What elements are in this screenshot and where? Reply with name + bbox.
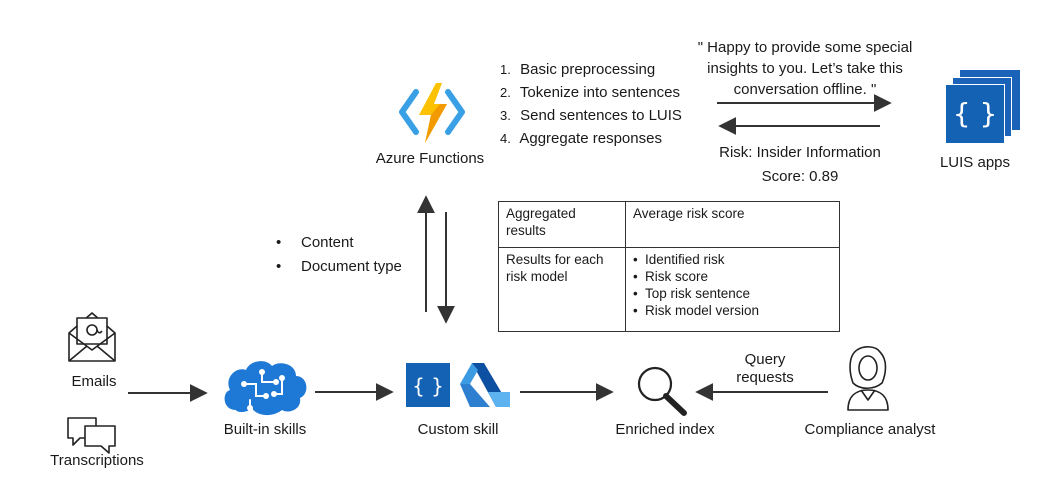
score-label: Score: 0.89	[761, 168, 839, 185]
luis-result: Risk: Insider Information Score: 0.89	[690, 141, 910, 189]
custom-skill-label: Custom skill	[417, 421, 499, 438]
table-row: Results for each risk model Identified r…	[498, 247, 840, 332]
list-item: Identified risk	[633, 251, 832, 268]
processing-steps: 1. Basic preprocessing 2. Tokenize into …	[500, 58, 682, 150]
azure-functions-label: Azure Functions	[375, 150, 485, 167]
list-item: Risk score	[633, 268, 832, 285]
step-item: 4. Aggregate responses	[500, 130, 662, 147]
analyst-person-icon	[847, 346, 889, 411]
sample-quote: " Happy to provide some special insights…	[697, 39, 913, 98]
table-cell: Results for each risk model	[498, 247, 626, 332]
risk-label: Risk: Insider Information	[719, 144, 881, 161]
brain-icon	[224, 361, 307, 416]
list-item: Content	[276, 231, 402, 255]
list-item: Document type	[276, 255, 402, 279]
table-cell: Identified risk Risk score Top risk sent…	[625, 247, 840, 332]
step-item: 2. Tokenize into sentences	[500, 84, 681, 101]
query-requests-label: Query requests	[736, 351, 794, 386]
input-fields-list: Content Document type	[276, 231, 402, 279]
table-row: Aggregated results Average risk score	[498, 201, 840, 248]
chat-bubbles-icon	[67, 417, 116, 454]
transcriptions-label: Transcriptions	[50, 452, 144, 469]
email-icon	[68, 312, 116, 362]
luis-apps-label: LUIS apps	[939, 154, 1011, 171]
azure-ml-icon	[460, 363, 510, 407]
builtin-skills-label: Built-in skills	[223, 421, 307, 438]
results-table: Aggregated results Average risk score Re…	[498, 201, 840, 332]
table-cell: Average risk score	[625, 201, 840, 248]
list-item: Top risk sentence	[633, 285, 832, 302]
azure-functions-icon	[399, 83, 465, 143]
emails-label: Emails	[71, 373, 117, 390]
magnifier-icon	[637, 366, 687, 416]
step-item: 1. Basic preprocessing	[500, 61, 656, 78]
step-item: 3. Send sentences to LUIS	[500, 107, 682, 124]
compliance-analyst-label: Compliance analyst	[804, 421, 936, 438]
enriched-index-label: Enriched index	[615, 421, 715, 438]
list-item: Risk model version	[633, 302, 832, 319]
svg-text:{ }: { }	[953, 97, 998, 130]
table-cell: Aggregated results	[498, 201, 626, 248]
svg-text:{ }: { }	[412, 374, 444, 398]
luis-braces-icon: { }	[945, 70, 1020, 144]
custom-skill-braces-icon: { }	[406, 363, 450, 407]
